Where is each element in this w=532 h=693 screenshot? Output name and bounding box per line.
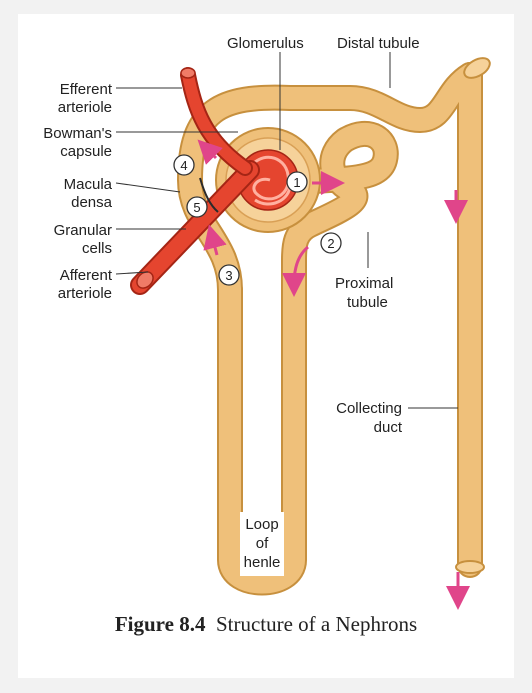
figure-caption: Figure 8.4 Structure of a Nephrons	[0, 612, 532, 637]
figure-title: Structure of a Nephrons	[215, 612, 418, 636]
svg-text:of: of	[256, 535, 269, 552]
label-bowmans-line2: capsule	[60, 143, 112, 160]
marker-5: 5	[186, 196, 208, 218]
label-loop-of-henle-box: Loop of henle	[240, 512, 284, 576]
label-efferent-line2: arteriole	[58, 99, 112, 116]
label-afferent-line2: arteriole	[58, 285, 112, 302]
svg-text:5: 5	[193, 200, 200, 215]
leader-lines	[115, 52, 458, 409]
label-distal-tubule: Distal tubule	[337, 35, 420, 52]
label-proximal-line2: tubule	[347, 294, 388, 311]
marker-2: 2	[320, 232, 342, 254]
label-collecting-line1: Collecting	[336, 400, 402, 417]
marker-3: 3	[218, 264, 240, 286]
label-granular-line2: cells	[82, 240, 112, 257]
marker-1: 1	[286, 171, 308, 193]
svg-text:2: 2	[327, 236, 334, 251]
svg-text:1: 1	[293, 175, 300, 190]
label-macula-line1: Macula	[64, 176, 113, 193]
figure-number: Figure 8.4	[114, 612, 206, 636]
svg-text:4: 4	[180, 158, 187, 173]
marker-4: 4	[173, 154, 195, 176]
label-proximal-line1: Proximal	[335, 275, 393, 292]
svg-text:Loop: Loop	[245, 516, 278, 533]
svg-text:henle: henle	[244, 554, 281, 571]
macula-densa-shape	[199, 177, 219, 213]
label-afferent-line1: Afferent	[60, 267, 113, 284]
label-macula-line2: densa	[71, 194, 113, 211]
svg-text:3: 3	[225, 268, 232, 283]
flow-arrows	[197, 139, 470, 610]
label-glomerulus: Glomerulus	[227, 35, 304, 52]
label-efferent-line1: Efferent	[60, 81, 113, 98]
label-bowmans-line1: Bowman's	[43, 125, 112, 142]
collecting-duct-top-opening	[463, 57, 491, 79]
label-collecting-line2: duct	[374, 419, 403, 436]
label-granular-line1: Granular	[54, 222, 112, 239]
collecting-duct-bottom-opening	[455, 560, 485, 574]
